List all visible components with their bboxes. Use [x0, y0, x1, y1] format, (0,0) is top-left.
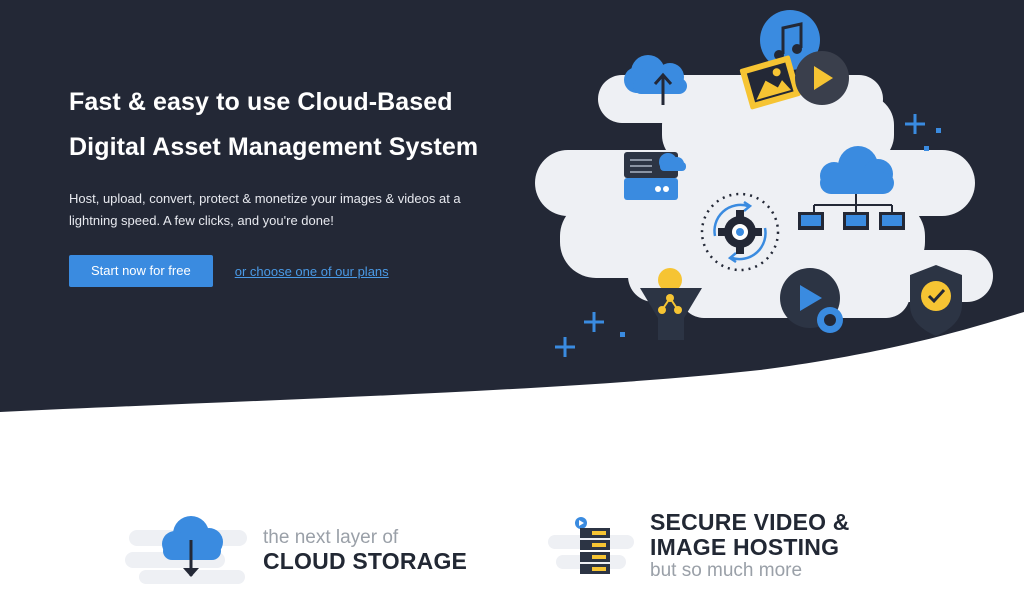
- server-stack-icon: [548, 511, 640, 581]
- feature-text: the next layer of CLOUD STORAGE: [263, 527, 467, 574]
- feature-title: CLOUD STORAGE: [263, 547, 468, 574]
- filter-share-icon: [640, 268, 702, 340]
- shield-check-icon: [910, 265, 962, 336]
- cloud-upload-icon: [624, 55, 687, 105]
- start-free-button[interactable]: Start now for free: [69, 255, 213, 287]
- play-icon: [795, 51, 849, 105]
- plus-sign-icon: [555, 114, 925, 357]
- feature-title-line-1: SECURE VIDEO &: [650, 509, 850, 535]
- video-settings-icon: [780, 268, 843, 333]
- hero-headline: Fast & easy to use Cloud-Based Digital A…: [69, 80, 529, 170]
- cloud-download-icon: [125, 510, 253, 590]
- feature-secure-hosting: SECURE VIDEO & IMAGE HOSTING but so much…: [548, 510, 850, 582]
- hero-illustration: [535, 10, 993, 357]
- headline-line-1: Fast & easy to use Cloud-Based: [69, 88, 453, 116]
- decorative-dots: [620, 128, 941, 337]
- feature-cloud-storage: the next layer of CLOUD STORAGE: [125, 510, 467, 590]
- hero-actions: Start now for free or choose one of our …: [69, 255, 529, 287]
- server-icon: [624, 152, 686, 200]
- headline-line-2: Digital Asset Management System: [69, 133, 479, 161]
- feature-post-text: but so much more: [650, 560, 803, 581]
- feature-text: SECURE VIDEO & IMAGE HOSTING but so much…: [650, 510, 850, 582]
- feature-pre-text: the next layer of: [263, 526, 399, 548]
- image-icon: [739, 55, 801, 110]
- hero-content: Fast & easy to use Cloud-Based Digital A…: [69, 80, 529, 287]
- cloud-network-icon: [798, 146, 905, 230]
- music-note-icon: [760, 10, 820, 70]
- choose-plans-link[interactable]: or choose one of our plans: [234, 263, 389, 279]
- gear-sync-icon: [700, 192, 780, 272]
- feature-title-line-2: IMAGE HOSTING: [650, 534, 840, 560]
- hero-subtext: Host, upload, convert, protect & monetiz…: [69, 191, 461, 228]
